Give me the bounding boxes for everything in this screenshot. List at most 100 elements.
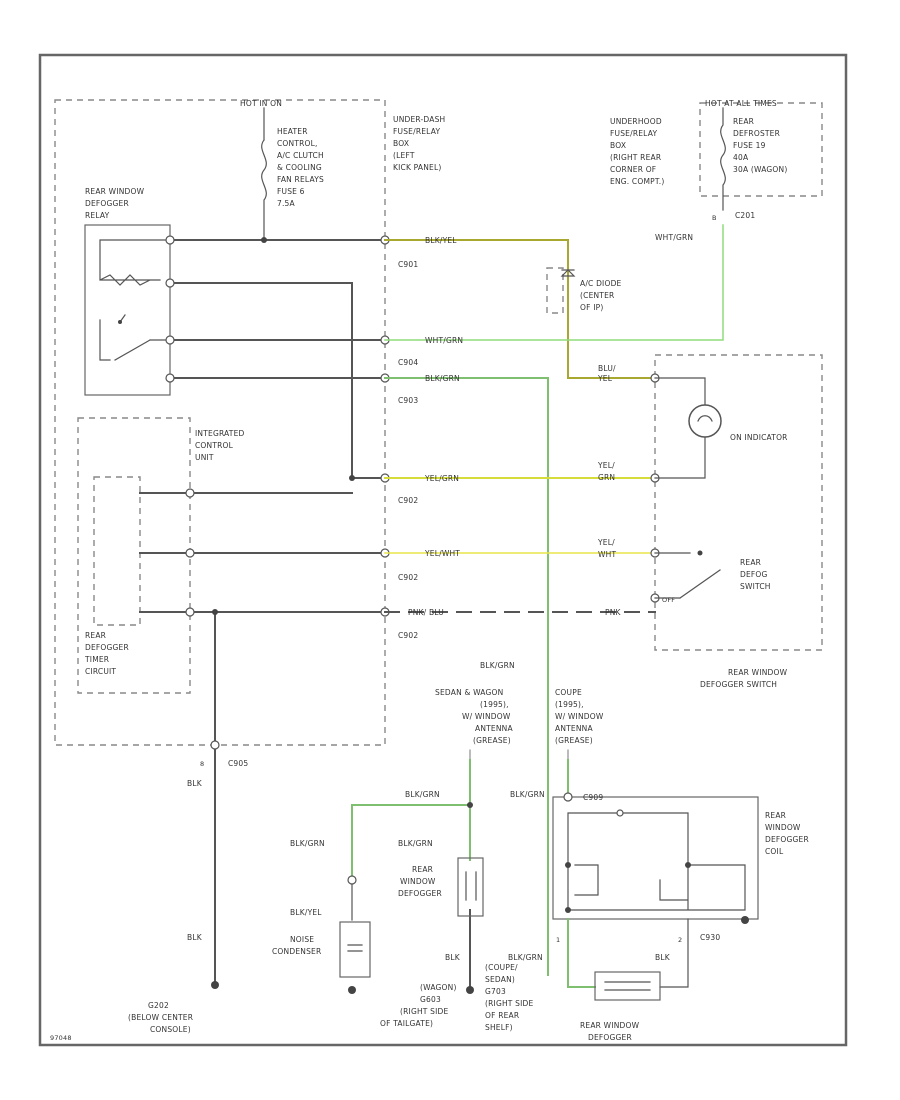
coil-label: REAR WINDOW DEFOGGER COIL [765,811,809,856]
junction-icu [349,475,355,481]
svg-text:SEDAN & WAGON: SEDAN & WAGON [435,688,503,697]
svg-text:(LEFT: (LEFT [393,151,415,160]
svg-text:CONSOLE): CONSOLE) [150,1025,191,1034]
underhood-box-label: UNDERHOOD FUSE/RELAY BOX (RIGHT REAR COR… [610,117,664,186]
svg-text:RELAY: RELAY [85,211,110,220]
svg-text:INTEGRATED: INTEGRATED [195,429,245,438]
svg-text:W/ WINDOW: W/ WINDOW [555,712,604,721]
svg-text:FUSE/RELAY: FUSE/RELAY [610,129,657,138]
blk-yel-top-label: BLK/YEL [425,236,457,245]
svg-text:(GREASE): (GREASE) [473,736,511,745]
on-indicator-bulb [688,404,722,438]
frame-code: 97048 [50,1034,72,1042]
svg-text:(RIGHT SIDE: (RIGHT SIDE [400,1007,449,1016]
blk-grn-coupe: BLK/GRN [508,953,543,962]
svg-text:NOISE: NOISE [290,935,314,944]
coupe-label: COUPE (1995), W/ WINDOW ANTENNA (GREASE) [555,688,604,745]
blk-grn-top-label: BLK/GRN [425,374,460,383]
under-dash-box-outline [54,99,386,746]
g202-label: G202 (BELOW CENTER CONSOLE) [128,1001,193,1034]
c201-label: C201 [735,211,755,220]
g-wagon-label: (WAGON) G603 (RIGHT SIDE OF TAILGATE) [380,983,456,1028]
svg-text:(1995),: (1995), [480,700,509,709]
svg-text:BOX: BOX [393,139,409,148]
c903-label: C903 [398,396,418,405]
svg-text:(RIGHT SIDE: (RIGHT SIDE [485,999,534,1008]
noise-condenser-box [339,921,371,978]
c904-label: C904 [398,358,418,367]
timer-inner-box [93,476,141,626]
indicator-wiring [654,377,706,479]
svg-text:OF REAR: OF REAR [485,1011,519,1020]
relay-coil [99,239,171,286]
svg-text:REAR WINDOW: REAR WINDOW [728,668,788,677]
option-bracket [469,749,569,761]
coil-box [552,796,759,920]
svg-text:FUSE 6: FUSE 6 [277,187,305,196]
svg-text:REAR WINDOW: REAR WINDOW [580,1021,640,1030]
yel-grn-r2: GRN [598,473,615,482]
ac-diode-label: A/C DIODE (CENTER OF IP) [580,279,621,312]
svg-text:ANTENNA: ANTENNA [555,724,593,733]
junction-fuse [261,237,267,243]
svg-text:REAR: REAR [740,558,761,567]
c909-term [563,792,573,802]
relay-contact-dot [118,320,122,324]
svg-text:CONTROL,: CONTROL, [277,139,318,148]
coil-ground [741,916,749,924]
hot-in-on-label: HOT IN ON [240,99,282,108]
svg-text:DEFROSTER: DEFROSTER [733,129,780,138]
svg-text:(COUPE/: (COUPE/ [485,963,518,972]
blk-yel-nc-label: BLK/YEL [290,908,322,917]
coil-j3 [565,907,571,913]
fuse-19-symbol [720,107,726,211]
condenser-symbol [347,944,363,952]
svg-text:WINDOW: WINDOW [400,877,436,886]
heater-fuse-label: HEATER CONTROL, A/C CLUTCH & COOLING FAN… [277,127,324,208]
timer-label: REAR DEFOGGER TIMER CIRCUIT [84,631,129,676]
coil-j2 [685,862,691,868]
svg-text:SHELF): SHELF) [485,1023,513,1032]
wire-blk-yel-top [384,239,656,379]
rear-defogger-bot-label: REAR WINDOW DEFOGGER [580,1021,640,1042]
svg-text:TIMER: TIMER [84,655,109,664]
svg-text:REAR: REAR [765,811,786,820]
svg-text:40A: 40A [733,153,749,162]
blk-mid-label: BLK [445,953,461,962]
svg-text:COIL: COIL [765,847,784,856]
junction-mid [467,802,473,808]
blk-left2-label: BLK [187,933,203,942]
fuse-6-symbol [261,107,267,241]
condenser-term [347,875,357,885]
svg-text:OF TAILGATE): OF TAILGATE) [380,1019,433,1028]
coil-winding [567,812,746,911]
svg-text:G202: G202 [148,1001,169,1010]
rear-defogger-mid-symbol [465,871,477,901]
blk-r-label: BLK [655,953,671,962]
svg-text:CONDENSER: CONDENSER [272,947,321,956]
c905-label: C905 [228,759,248,768]
svg-text:DEFOGGER: DEFOGGER [85,199,129,208]
ac-diode-symbol [560,269,576,277]
sedan-wagon-label: SEDAN & WAGON (1995), W/ WINDOW ANTENNA … [435,688,513,745]
c901-label: C901 [398,260,418,269]
c902c-label: C902 [398,631,418,640]
svg-text:OF IP): OF IP) [580,303,603,312]
svg-text:CONTROL: CONTROL [195,441,234,450]
defroster-fuse-label: REAR DEFROSTER FUSE 19 40A 30A (WAGON) [733,117,787,174]
svg-text:REAR WINDOW: REAR WINDOW [85,187,145,196]
coil-term-top [616,809,624,817]
c902b-label: C902 [398,573,418,582]
ground-condenser [348,986,356,994]
svg-text:KICK PANEL): KICK PANEL) [393,163,442,172]
blk-grn-l2-label: BLK/GRN [290,839,325,848]
on-indicator-label: ON INDICATOR [730,433,788,442]
relay-contact-switch [99,314,171,361]
svg-text:DEFOGGER: DEFOGGER [85,643,129,652]
junction-ground [212,609,218,615]
svg-text:WINDOW: WINDOW [765,823,801,832]
svg-text:COUPE: COUPE [555,688,582,697]
wire-defogger-left [567,918,596,988]
svg-text:HEATER: HEATER [277,127,308,136]
